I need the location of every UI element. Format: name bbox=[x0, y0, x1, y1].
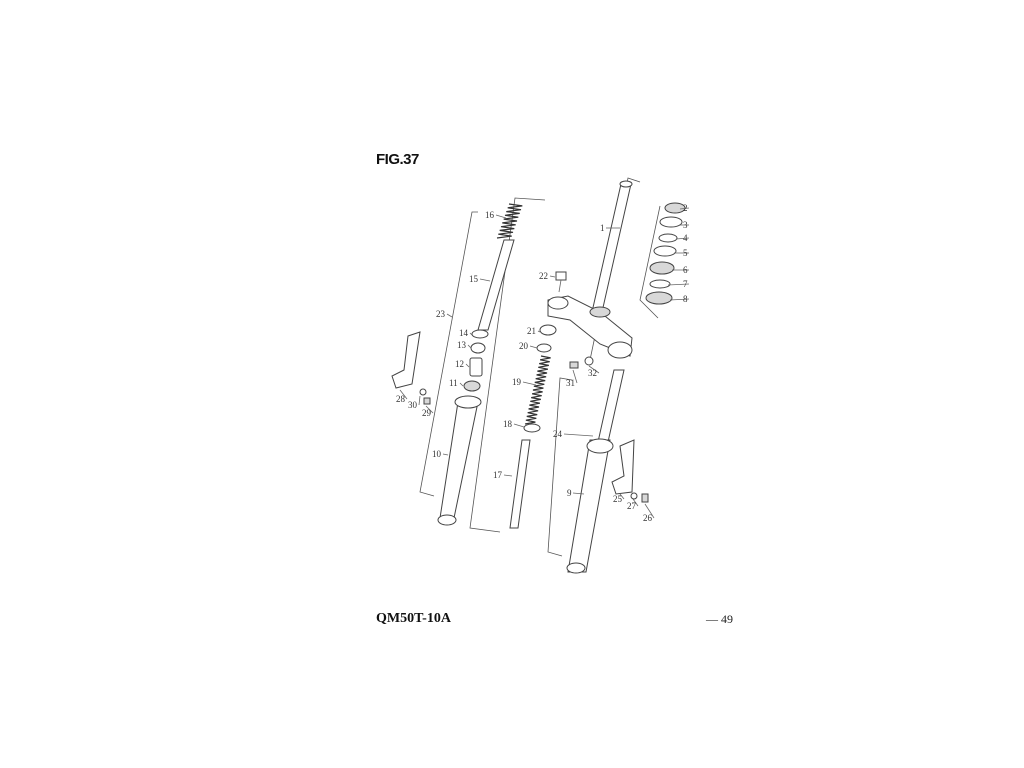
callout-29: 29 bbox=[422, 408, 432, 418]
collar-20 bbox=[536, 343, 552, 353]
callout-9: 9 bbox=[567, 488, 572, 498]
callout-15: 15 bbox=[469, 274, 479, 284]
bracket-23 bbox=[419, 211, 478, 497]
leader-line-8 bbox=[669, 298, 690, 301]
bolt-31 bbox=[569, 361, 579, 369]
model-number: QM50T-10A bbox=[376, 611, 451, 626]
bolt-22 bbox=[555, 271, 567, 293]
bracket-left-inner bbox=[469, 197, 546, 533]
leader-line-27 bbox=[632, 498, 639, 507]
callout-18: 18 bbox=[503, 419, 513, 429]
callout-14: 14 bbox=[459, 328, 469, 338]
leader-line-19 bbox=[522, 381, 537, 386]
callout-31: 31 bbox=[566, 378, 575, 388]
outer-tube-10 bbox=[437, 395, 482, 526]
page-number: — 49 bbox=[706, 612, 733, 626]
leader-line-31 bbox=[572, 369, 578, 384]
bolt-29 bbox=[423, 397, 431, 405]
callout-19: 19 bbox=[512, 377, 522, 387]
leader-line-28 bbox=[399, 389, 408, 400]
callout-26: 26 bbox=[643, 513, 653, 523]
leader-line-13 bbox=[467, 344, 472, 349]
leader-line-4 bbox=[675, 237, 690, 240]
leader-line-29 bbox=[425, 405, 434, 414]
fender-bracket-25 bbox=[611, 439, 635, 495]
fender-bracket-28 bbox=[391, 331, 421, 389]
collar-13 bbox=[470, 342, 486, 354]
callout-24: 24 bbox=[553, 429, 563, 439]
figure-title: FIG.37 bbox=[376, 151, 419, 168]
callout-30: 30 bbox=[408, 400, 418, 410]
steering-stem bbox=[589, 177, 641, 361]
spring-16 bbox=[496, 203, 523, 239]
callout-25: 25 bbox=[613, 494, 623, 504]
callout-23: 23 bbox=[436, 309, 446, 319]
callout-12: 12 bbox=[455, 359, 464, 369]
callout-8: 8 bbox=[683, 294, 688, 304]
leader-line-26 bbox=[644, 503, 655, 519]
bolt-30 bbox=[419, 388, 427, 396]
callout-22: 22 bbox=[539, 271, 548, 281]
leader-line-9 bbox=[572, 492, 585, 495]
callout-16: 16 bbox=[485, 210, 495, 220]
washer-14 bbox=[471, 329, 489, 339]
callout-27: 27 bbox=[627, 501, 637, 511]
callout-4: 4 bbox=[683, 233, 688, 243]
under-bracket bbox=[547, 295, 633, 359]
callout-11: 11 bbox=[449, 378, 458, 388]
spring-19 bbox=[524, 355, 551, 425]
callout-32: 32 bbox=[588, 368, 597, 378]
bolt-26 bbox=[641, 493, 649, 503]
tube-15 bbox=[477, 239, 515, 331]
callout-7: 7 bbox=[683, 279, 688, 289]
callout-17: 17 bbox=[493, 470, 503, 480]
callout-10: 10 bbox=[432, 449, 442, 459]
callout-5: 5 bbox=[683, 248, 688, 258]
leader-line-20 bbox=[529, 345, 538, 349]
bushing-12 bbox=[469, 357, 483, 377]
leader-line-30 bbox=[418, 395, 421, 406]
leader-line-12 bbox=[465, 363, 470, 368]
callout-2: 2 bbox=[683, 203, 688, 213]
leader-line-15 bbox=[479, 278, 491, 282]
leader-line-22 bbox=[549, 275, 556, 278]
leader-line-25 bbox=[619, 493, 625, 500]
leader-line-32 bbox=[588, 365, 600, 374]
outer-tube-9 bbox=[566, 438, 614, 574]
bearing-stack bbox=[639, 202, 686, 319]
bracket-right bbox=[547, 377, 573, 557]
leader-line-14 bbox=[469, 332, 473, 336]
collar-21 bbox=[539, 324, 557, 336]
leader-line-10 bbox=[442, 453, 449, 456]
leader-line-16 bbox=[495, 214, 507, 219]
callout-20: 20 bbox=[519, 341, 529, 351]
leader-line-11 bbox=[459, 382, 464, 387]
leader-line-18 bbox=[513, 423, 525, 428]
seal-11 bbox=[463, 380, 481, 392]
callout-6: 6 bbox=[683, 265, 688, 275]
leader-line-2 bbox=[679, 207, 690, 210]
callout-3: 3 bbox=[683, 220, 688, 230]
washer-18 bbox=[523, 423, 541, 433]
leader-line-24 bbox=[563, 433, 594, 437]
washer-32 bbox=[584, 356, 594, 366]
callout-1: 1 bbox=[600, 223, 605, 233]
callout-21: 21 bbox=[527, 326, 536, 336]
callout-13: 13 bbox=[457, 340, 467, 350]
leader-line-21 bbox=[537, 330, 541, 333]
leader-line-23 bbox=[446, 313, 453, 318]
leader-line-7 bbox=[667, 283, 690, 286]
leader-line-17 bbox=[503, 474, 513, 477]
bolt-27 bbox=[630, 492, 638, 500]
rod-17 bbox=[509, 439, 531, 529]
callout-28: 28 bbox=[396, 394, 406, 404]
callout-labels: 1234567891011121314151617181920212223242… bbox=[396, 203, 690, 523]
